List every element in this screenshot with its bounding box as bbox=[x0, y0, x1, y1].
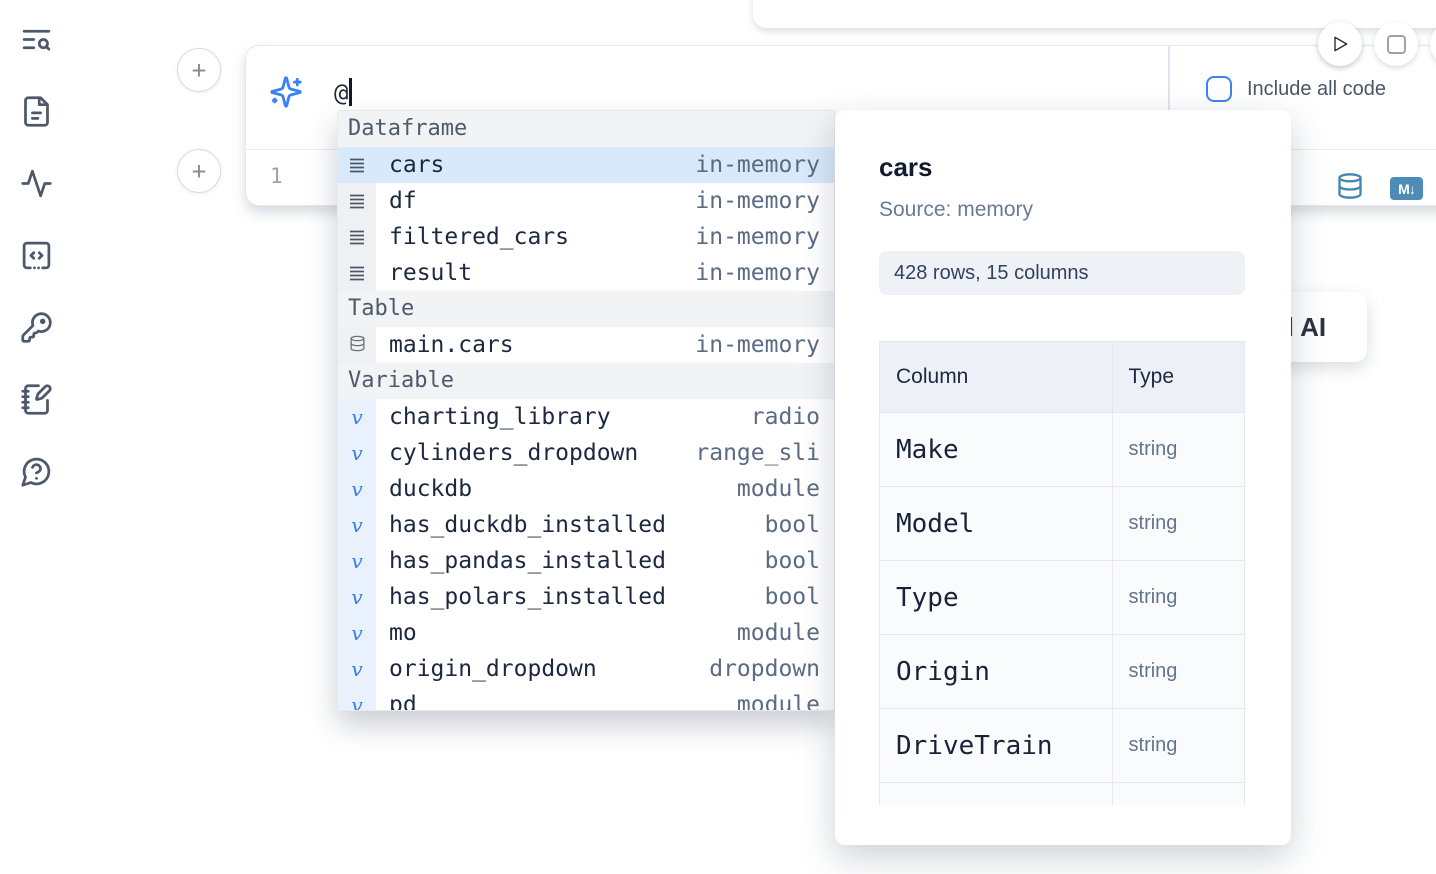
stop-button[interactable] bbox=[1374, 22, 1418, 66]
preview-title: cars bbox=[879, 152, 933, 182]
variable-icon: v bbox=[338, 399, 376, 435]
include-all-code-checkbox[interactable] bbox=[1206, 76, 1232, 102]
code-editor-row[interactable]: 1 M↓ bbox=[246, 150, 1436, 205]
ai-prompt-input[interactable]: @ bbox=[334, 78, 352, 107]
key-icon[interactable] bbox=[17, 310, 55, 344]
preview-shape-badge: 428 rows, 15 columns bbox=[879, 251, 1245, 295]
previous-cell-bottom bbox=[753, 0, 1436, 28]
variable-icon: v bbox=[338, 579, 376, 615]
autocomplete-section-header: Variable bbox=[338, 363, 834, 399]
add-cell-button-top[interactable]: + bbox=[177, 48, 221, 92]
help-icon[interactable] bbox=[17, 454, 55, 488]
divider bbox=[1168, 46, 1170, 149]
table-row-partial bbox=[879, 782, 1245, 805]
rows-icon bbox=[338, 183, 376, 219]
autocomplete-section-header: Dataframe bbox=[338, 111, 834, 147]
rows-icon bbox=[338, 219, 376, 255]
text-cursor bbox=[349, 78, 352, 106]
add-cell-button-bottom[interactable]: + bbox=[177, 149, 221, 193]
rows-icon bbox=[338, 147, 376, 183]
list-search-icon[interactable] bbox=[17, 22, 55, 56]
variable-icon: v bbox=[338, 471, 376, 507]
stop-icon bbox=[1386, 34, 1406, 54]
variable-icon: v bbox=[338, 507, 376, 543]
database-icon bbox=[338, 327, 376, 363]
variable-icon: v bbox=[338, 543, 376, 579]
activity-icon[interactable] bbox=[17, 166, 55, 200]
preview-source: Source: memory bbox=[879, 198, 1034, 221]
column-header: Column bbox=[879, 341, 1113, 413]
file-text-icon[interactable] bbox=[17, 94, 55, 128]
play-icon bbox=[1334, 36, 1348, 52]
run-controls bbox=[1318, 22, 1436, 66]
rows-icon bbox=[338, 255, 376, 291]
database-icon[interactable] bbox=[1336, 172, 1364, 205]
run-control-partial[interactable] bbox=[1430, 22, 1436, 66]
variable-icon: v bbox=[338, 651, 376, 687]
notebook-pen-icon[interactable] bbox=[17, 382, 55, 416]
sidebar bbox=[17, 22, 57, 488]
line-number: 1 bbox=[270, 164, 283, 188]
variable-icon: v bbox=[338, 615, 376, 651]
markdown-icon[interactable]: M↓ bbox=[1390, 177, 1423, 200]
autocomplete-section-header: Table bbox=[338, 291, 834, 327]
include-all-code-label: Include all code bbox=[1247, 77, 1386, 100]
variable-icon: v bbox=[338, 435, 376, 471]
variable-icon: v bbox=[338, 687, 376, 710]
sparkles-icon bbox=[269, 75, 303, 109]
code-snippets-icon[interactable] bbox=[17, 238, 55, 272]
type-header: Type bbox=[1111, 341, 1245, 413]
dataframe-preview-popup: cars Source: memory 428 rows, 15 columns… bbox=[835, 110, 1291, 845]
run-cell-button[interactable] bbox=[1318, 22, 1362, 66]
